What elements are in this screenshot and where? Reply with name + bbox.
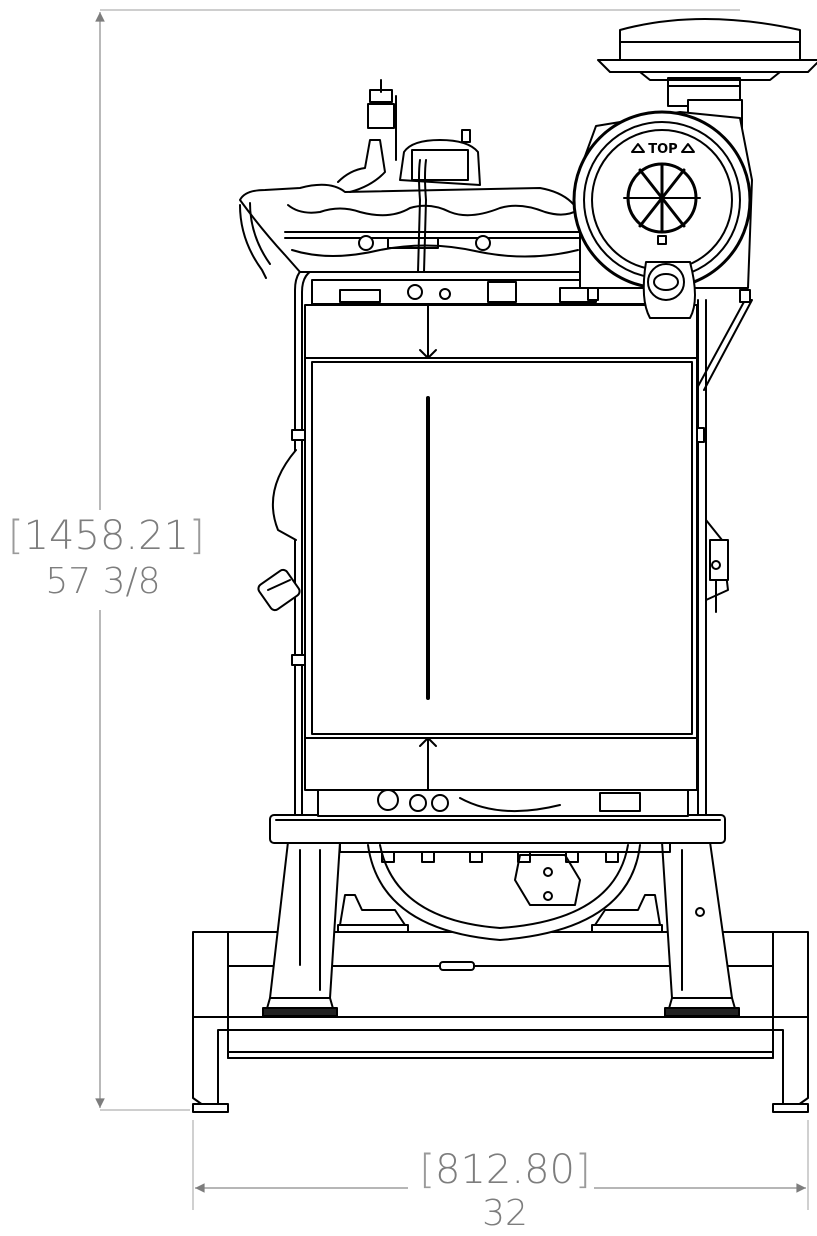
filler-neck	[399, 129, 481, 273]
air-filter-top-label: TOP	[648, 142, 677, 157]
coolant-tank	[239, 183, 586, 273]
air-filter-assembly	[572, 18, 817, 319]
isolator-left	[262, 997, 338, 1017]
flywheel-housing	[367, 844, 641, 941]
height-mm-value: [1458.21]	[8, 513, 205, 559]
width-mm-value: [812.80]	[419, 1147, 591, 1193]
height-dimension-label: [1458.21] 57 3/8	[8, 513, 205, 602]
upper-left-hose	[239, 79, 397, 279]
isolator-right	[664, 997, 740, 1017]
lower-components	[317, 789, 689, 817]
height-inch-value: 57 3/8	[45, 561, 161, 602]
engine-mount-left	[337, 894, 409, 933]
engine-mount-right	[591, 894, 663, 933]
mounting-plate	[269, 814, 726, 844]
width-inch-value: 32	[482, 1193, 528, 1234]
width-dimension-label: [812.80] 32	[395, 1150, 615, 1232]
width-dimension	[192, 1120, 809, 1210]
right-accessory	[705, 519, 729, 613]
left-accessory	[257, 449, 301, 612]
height-dimension	[95, 9, 740, 1111]
radiator-assembly	[304, 304, 698, 791]
frame-leg-right	[661, 841, 733, 999]
frame-leg-left	[269, 841, 341, 999]
